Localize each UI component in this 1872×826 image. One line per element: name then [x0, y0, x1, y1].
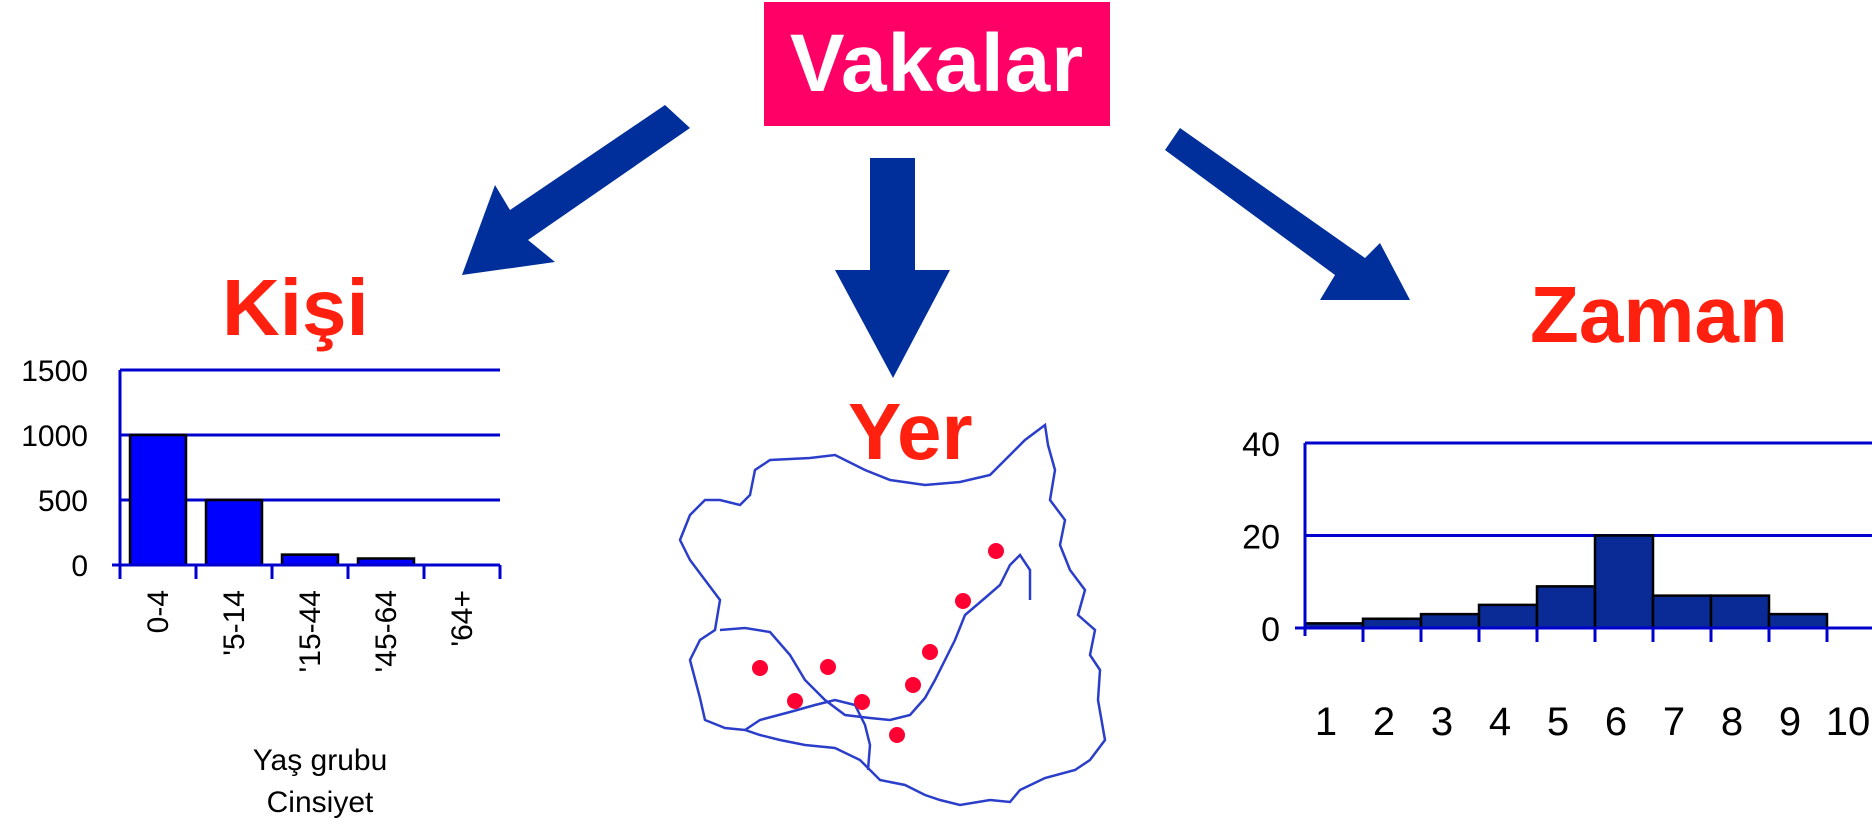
y-tick-label: 500: [38, 485, 88, 518]
arrows: [462, 105, 1410, 378]
case-dot: [955, 593, 971, 609]
map-inner-border: [719, 553, 1032, 722]
title: Vakalar: [789, 18, 1085, 109]
x-tick-label: '64+: [446, 590, 479, 647]
bar: [280, 553, 340, 567]
arrow-down: [835, 158, 950, 378]
x-tick-label: 8: [1721, 700, 1743, 744]
y-tick-label: 20: [1242, 519, 1280, 557]
heading-time: Zaman: [1530, 270, 1788, 359]
y-tick-label: 40: [1242, 426, 1280, 464]
map-inner-border-2: [744, 698, 872, 771]
x-tick-label: 10: [1826, 700, 1871, 744]
x-tick-label: 6: [1605, 700, 1627, 744]
y-tick-label: 0: [71, 550, 88, 583]
case-dot: [988, 543, 1004, 559]
bar: [1767, 612, 1829, 630]
title-box: Vakalar: [764, 2, 1110, 126]
x-tick-label: 2: [1373, 700, 1395, 744]
case-dot: [905, 677, 921, 693]
x-tick-label: 1: [1315, 700, 1337, 744]
x-tick-label: '45-64: [370, 590, 403, 672]
bar: [1593, 534, 1655, 630]
place-map: [678, 422, 1107, 807]
bar: [1709, 594, 1771, 630]
x-tick-label: 0-4: [142, 590, 175, 633]
case-dot: [787, 693, 803, 709]
x-tick-label: 7: [1663, 700, 1685, 744]
bar: [1535, 585, 1597, 630]
x-tick-label: '15-44: [294, 590, 327, 672]
case-dot: [889, 727, 905, 743]
bar: [1419, 612, 1481, 630]
bar: [128, 433, 188, 567]
y-tick-label: 0: [1261, 611, 1280, 649]
x-tick-label: 3: [1431, 700, 1453, 744]
x-tick-label: 9: [1779, 700, 1801, 744]
bar: [204, 498, 264, 567]
x-tick-label: 5: [1547, 700, 1569, 744]
x-tick-label: '5-14: [218, 590, 251, 656]
heading-person: Kişi: [222, 263, 369, 352]
x-axis-label-secondary: Cinsiyet: [267, 786, 374, 819]
x-axis-label: Yaş grubu: [253, 744, 388, 777]
person-chart: 0 500 1000 1500 0-4 '5-14 '15-44 '45-64 '64+ Ya…: [21, 355, 502, 819]
case-dot: [922, 644, 938, 660]
map-region-outline: [678, 422, 1107, 807]
case-dot: [854, 694, 870, 710]
y-tick-label: 1000: [21, 420, 88, 453]
bar: [1477, 603, 1539, 630]
heading-place: Yer: [848, 387, 973, 476]
y-tick-label: 1500: [21, 355, 88, 388]
arrow-right: [1165, 128, 1410, 300]
case-dot: [820, 659, 836, 675]
bar: [1651, 594, 1713, 630]
x-tick-label: 4: [1489, 700, 1511, 744]
case-dot: [752, 660, 768, 676]
arrow-left: [462, 105, 690, 275]
